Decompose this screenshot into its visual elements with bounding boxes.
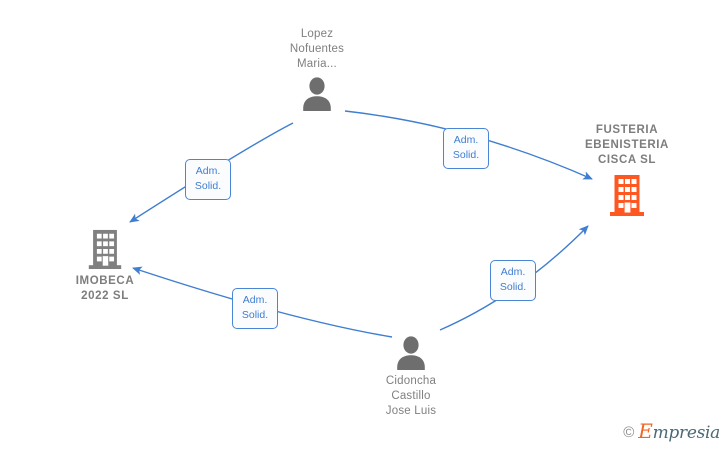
edge-label-lopez-fusteria[interactable]: Adm. Solid. <box>443 128 489 169</box>
node-lopez[interactable]: Lopez Nofuentes Maria... <box>247 27 387 111</box>
person-icon <box>391 336 431 370</box>
brand-name: Empresia <box>638 421 721 443</box>
node-imobeca-label: IMOBECA 2022 SL <box>75 275 135 302</box>
edge-lopez-imobeca <box>129 122 294 223</box>
brand-initial: E <box>638 419 653 443</box>
node-fusteria[interactable]: FUSTERIA EBENISTERIA CISCA SL <box>557 123 697 217</box>
edge-label-cidoncha-imobeca[interactable]: Adm. Solid. <box>232 288 278 329</box>
node-cidoncha[interactable]: Cidoncha Castillo Jose Luis <box>341 336 481 419</box>
building-icon <box>85 228 125 270</box>
node-imobeca[interactable]: IMOBECA 2022 SL <box>35 228 175 304</box>
empresia-watermark: © Empresia <box>623 421 721 443</box>
node-fusteria-label: FUSTERIA EBENISTERIA CISCA SL <box>585 124 669 166</box>
brand-rest: mpresia <box>652 423 721 443</box>
copyright-icon: © <box>623 424 635 441</box>
edge-label-cidoncha-fusteria[interactable]: Adm. Solid. <box>490 260 536 301</box>
node-cidoncha-label: Cidoncha Castillo Jose Luis <box>385 375 437 417</box>
node-lopez-label: Lopez Nofuentes Maria... <box>289 28 345 70</box>
edge-label-lopez-imobeca[interactable]: Adm. Solid. <box>185 159 231 200</box>
building-icon <box>606 173 648 217</box>
person-icon <box>297 77 337 111</box>
